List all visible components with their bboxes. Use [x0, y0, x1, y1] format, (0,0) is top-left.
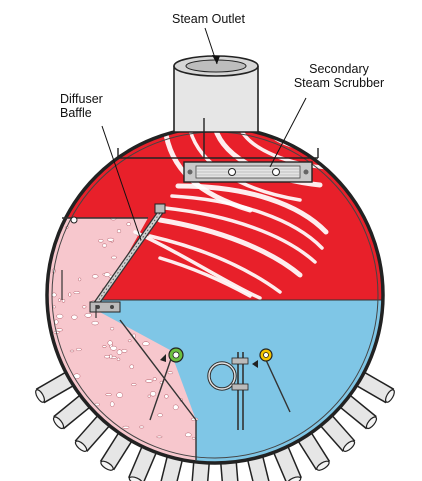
mixture-bubble	[98, 239, 104, 243]
mixture-bubble	[157, 413, 163, 418]
mixture-bubble	[191, 437, 196, 440]
mixture-bubble	[105, 393, 112, 396]
mixture-bubble	[156, 435, 163, 439]
label-secondary-steam-scrubber: Secondary Steam Scrubber	[278, 62, 400, 90]
mixture-bubble	[102, 345, 107, 348]
mixture-bubbles	[51, 217, 199, 440]
internal-fittings	[149, 347, 291, 430]
leader-diffuser-baffle	[101, 125, 142, 241]
mixture-bubble	[131, 383, 137, 386]
mixture-bubble	[71, 314, 78, 320]
mixture-bubble	[142, 341, 150, 347]
mixture-bubble	[78, 277, 82, 282]
mixture-bubble	[109, 353, 113, 360]
mixture-bubble	[91, 274, 99, 279]
mixture-bubble	[116, 229, 122, 234]
mixture-bubble	[167, 371, 174, 375]
mixture-bubble	[172, 404, 179, 411]
mixture-bubble	[116, 357, 121, 361]
mixture-bubble	[122, 425, 130, 429]
mixture-bubble	[152, 377, 157, 381]
mixture-bubble	[52, 305, 56, 309]
mixture-bubble	[129, 364, 134, 369]
steam-streak	[163, 206, 317, 264]
mixture-bubble	[103, 272, 111, 278]
mixture-bubble	[111, 255, 117, 260]
steam-outlet-pipe	[173, 55, 259, 133]
mixture-bubble	[116, 392, 123, 398]
steam-streak	[133, 230, 262, 300]
mixture-bubble	[51, 292, 57, 298]
steam-streak	[158, 256, 252, 298]
mixture-bubble	[126, 222, 131, 226]
secondary-steam-scrubber	[117, 118, 319, 183]
diffuser-baffle	[89, 203, 166, 318]
label-secondary-line2: Steam Scrubber	[293, 76, 385, 90]
mixture-bubble	[121, 349, 128, 353]
leader-secondary-scrubber	[269, 97, 307, 168]
mixture-bubble	[55, 328, 64, 332]
mixture-bubble	[145, 379, 153, 383]
steam-streaks	[133, 127, 342, 300]
mixture-bubble	[101, 243, 108, 248]
label-diffuser-baffle: Diffuser Baffle	[60, 92, 103, 120]
mixture-bubble	[56, 313, 64, 319]
mixture-bubble	[185, 432, 192, 438]
mixture-bubble	[91, 320, 99, 326]
label-diffuser-line1: Diffuser	[60, 92, 103, 106]
mixture-bubble	[150, 391, 157, 397]
mixture-bubble	[69, 349, 75, 353]
mixture-bubble	[107, 340, 113, 346]
mixture-bubble	[110, 345, 118, 351]
mixture-bubble	[109, 401, 115, 407]
mixture-bubble	[84, 312, 92, 318]
mixture-bubble	[116, 349, 123, 355]
mixture-bubble	[68, 292, 72, 297]
steam-streak	[170, 194, 324, 250]
mixture-bubble	[75, 347, 82, 352]
mixture-bubble	[127, 339, 132, 343]
mixture-bubble	[139, 425, 145, 429]
mixture-bubble	[107, 237, 115, 242]
mixture-bubble	[81, 305, 87, 309]
bottom-baffle-plate	[119, 319, 197, 460]
mixture-bubble	[147, 394, 151, 398]
mixture-bubble	[57, 298, 62, 302]
mixture-bubble	[73, 291, 81, 295]
mixture-bubble	[110, 327, 115, 331]
steam-streak	[157, 217, 303, 278]
steam-streak	[148, 234, 282, 294]
label-diffuser-line2: Baffle	[60, 106, 92, 120]
label-secondary-line1: Secondary	[309, 62, 369, 76]
label-steam-outlet: Steam Outlet	[172, 12, 245, 26]
mixture-bubble	[104, 355, 111, 359]
mixture-bubble	[164, 394, 169, 399]
mixture-bubble	[61, 299, 66, 303]
